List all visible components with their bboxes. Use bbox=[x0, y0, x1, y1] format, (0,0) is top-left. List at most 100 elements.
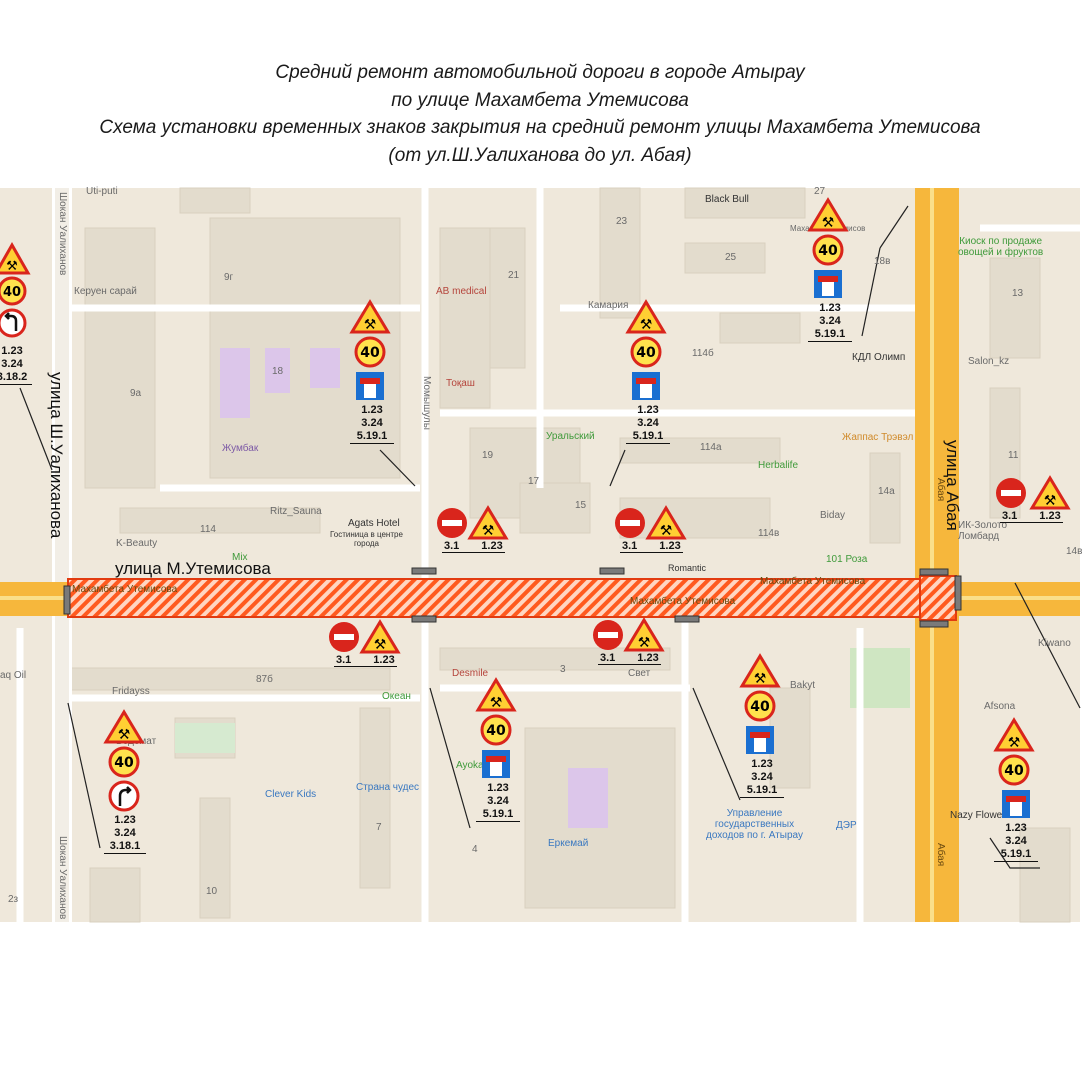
place-ritz[interactable]: Ritz_Sauna bbox=[270, 506, 322, 517]
sign-stack-icon: ⚒ 40 bbox=[349, 299, 391, 400]
place-uti-puti[interactable]: Uti-puti bbox=[86, 186, 118, 197]
place-lombard[interactable]: ИК-Золото Ломбард bbox=[958, 520, 1008, 542]
house-number: 10 bbox=[206, 886, 218, 897]
house-number: 27 bbox=[814, 186, 826, 197]
place-aq-oil[interactable]: aq Oil bbox=[0, 670, 27, 681]
street-label-ualikhanov-small-2: Шокан Уалиханов bbox=[57, 836, 68, 920]
house-number: 18в bbox=[874, 256, 891, 267]
house-number: 9а bbox=[130, 388, 142, 399]
house-number: 114а bbox=[700, 442, 722, 453]
svg-text:⚒: ⚒ bbox=[660, 523, 673, 539]
svg-text:40: 40 bbox=[818, 243, 838, 259]
place-bidai[interactable]: Biday bbox=[820, 510, 846, 521]
place-kiwano[interactable]: Kiwano bbox=[1038, 638, 1071, 649]
place-ab-medical[interactable]: AB medical bbox=[436, 286, 487, 297]
street-label-ualikhanov: улица Ш.Уалиханова bbox=[47, 372, 66, 539]
place-herbalife[interactable]: Herbalife bbox=[758, 460, 799, 471]
house-number: 7 bbox=[376, 822, 382, 833]
svg-text:⚒: ⚒ bbox=[374, 637, 387, 653]
place-der[interactable]: ДЭР bbox=[836, 820, 857, 831]
svg-text:⚒: ⚒ bbox=[6, 259, 18, 274]
sign-group-9[interactable]: ⚒ 40 1.23 3.24 3.18.1 bbox=[103, 709, 146, 854]
house-number: 114в bbox=[758, 528, 780, 539]
title-line-1: Средний ремонт автомобильной дороги в го… bbox=[275, 62, 805, 83]
house-number: 17 bbox=[528, 476, 540, 487]
place-agats[interactable]: Agats Hotel bbox=[348, 518, 400, 529]
svg-text:40: 40 bbox=[636, 345, 656, 361]
place-fridayss[interactable]: Fridayss bbox=[112, 686, 150, 697]
svg-text:⚒: ⚒ bbox=[1044, 493, 1057, 509]
map-base bbox=[0, 187, 1081, 923]
title-line-2: по улице Махамбета Утемисова bbox=[391, 90, 689, 111]
house-number: 25 bbox=[725, 252, 737, 263]
place-roza[interactable]: 101 Роза bbox=[826, 554, 868, 565]
house-number: 18 bbox=[272, 366, 284, 377]
place-strana[interactable]: Страна чудес bbox=[356, 782, 420, 793]
sign-group-10[interactable]: ⚒ 40 1.23 3.24 5.19.1 bbox=[475, 677, 520, 822]
place-afsona[interactable]: Afsona bbox=[984, 701, 1016, 712]
place-clever[interactable]: Clever Kids bbox=[265, 789, 317, 800]
svg-text:⚒: ⚒ bbox=[754, 671, 767, 687]
place-erkemai[interactable]: Еркемай bbox=[548, 838, 589, 849]
house-number: 19 bbox=[482, 450, 494, 461]
house-number: 14в bbox=[1066, 546, 1082, 557]
sign-group-12[interactable]: ⚒ 40 1.23 3.24 5.19.1 bbox=[993, 717, 1038, 862]
place-uprav[interactable]: Управление государственных доходов по г.… bbox=[706, 808, 803, 841]
place-keruen[interactable]: Керуен сарай bbox=[74, 286, 137, 297]
svg-text:40: 40 bbox=[1004, 763, 1024, 779]
sign-group-3[interactable]: ⚒ 40 1.23 3.24 5.19.1 bbox=[807, 197, 852, 342]
sign-group-1[interactable]: ⚒ 40 1.23 3.24 5.19.1 bbox=[349, 299, 394, 444]
place-okean[interactable]: Океан bbox=[382, 691, 411, 702]
svg-text:40: 40 bbox=[486, 723, 506, 739]
sign-stack-icon: ⚒ 40 bbox=[475, 677, 517, 778]
place-uralsky[interactable]: Уральский bbox=[546, 431, 595, 442]
place-kiosk[interactable]: Киоск по продаже овощей и фруктов bbox=[958, 236, 1044, 258]
sign-stack-icon: ⚒ 40 bbox=[993, 717, 1035, 818]
street-label-utemisov-small: Махамбета Утемисова bbox=[72, 584, 178, 595]
sign-pair-icon: ⚒ bbox=[996, 475, 1071, 510]
place-kdl[interactable]: КДЛ Олимп bbox=[852, 352, 906, 363]
house-number: 2з bbox=[8, 894, 19, 905]
place-salon[interactable]: Salon_kz bbox=[968, 356, 1010, 367]
place-kbeauty[interactable]: K-Beauty bbox=[116, 538, 158, 549]
svg-text:⚒: ⚒ bbox=[822, 215, 835, 231]
sign-group-2[interactable]: ⚒ 40 1.23 3.24 5.19.1 bbox=[625, 299, 670, 444]
house-number: 3 bbox=[560, 664, 566, 675]
place-svet[interactable]: Свет bbox=[628, 668, 651, 679]
place-bakyt[interactable]: Bakyt bbox=[790, 680, 816, 691]
place-desmile[interactable]: Desmile bbox=[452, 668, 489, 679]
place-kamaria[interactable]: Камария bbox=[588, 300, 629, 311]
street-label-ualikhanov-small: Шокан Уалиханов bbox=[57, 192, 68, 276]
street-label-abay-small: Абая bbox=[935, 478, 946, 502]
street-label-momyshuly: Момышулы bbox=[421, 376, 432, 430]
house-number: 114б bbox=[692, 348, 714, 359]
place-zhappas[interactable]: Жаппас Трэвэл bbox=[842, 432, 914, 443]
sign-group-0[interactable]: ⚒ 40 1.23 3.24 3.18.2 bbox=[0, 241, 34, 385]
sign-stack-icon: ⚒ 40 bbox=[103, 709, 145, 812]
svg-text:⚒: ⚒ bbox=[490, 695, 503, 711]
svg-text:40: 40 bbox=[3, 285, 21, 300]
place-black-bull[interactable]: Black Bull bbox=[705, 194, 749, 205]
place-romantic[interactable]: Romantic bbox=[668, 563, 707, 573]
house-number: 13 bbox=[1012, 288, 1024, 299]
house-number: 11 bbox=[1008, 450, 1019, 461]
street-map[interactable]: улица Ш.Уалиханова улица М.Утемисова ули… bbox=[0, 186, 1082, 923]
house-number: 4 bbox=[472, 844, 478, 855]
place-nazy[interactable]: Nazy Flowers bbox=[950, 810, 1011, 821]
sign-pair-icon: ⚒ bbox=[593, 617, 665, 652]
svg-text:⚒: ⚒ bbox=[1008, 735, 1021, 751]
house-number: 23 bbox=[616, 216, 628, 227]
sign-stack-icon: ⚒ 40 bbox=[807, 197, 849, 298]
street-label-utemisov-small-3: Махамбета Утемисова bbox=[760, 576, 866, 587]
svg-text:⚒: ⚒ bbox=[638, 635, 651, 651]
sign-group-11[interactable]: ⚒ 40 1.23 3.24 5.19.1 bbox=[739, 653, 784, 798]
place-mix[interactable]: Mix bbox=[232, 552, 248, 563]
place-zhumbak[interactable]: Жумбак bbox=[222, 443, 259, 454]
place-tokash[interactable]: Тоқаш bbox=[446, 378, 475, 389]
sign-pair-icon: ⚒ bbox=[437, 505, 509, 540]
